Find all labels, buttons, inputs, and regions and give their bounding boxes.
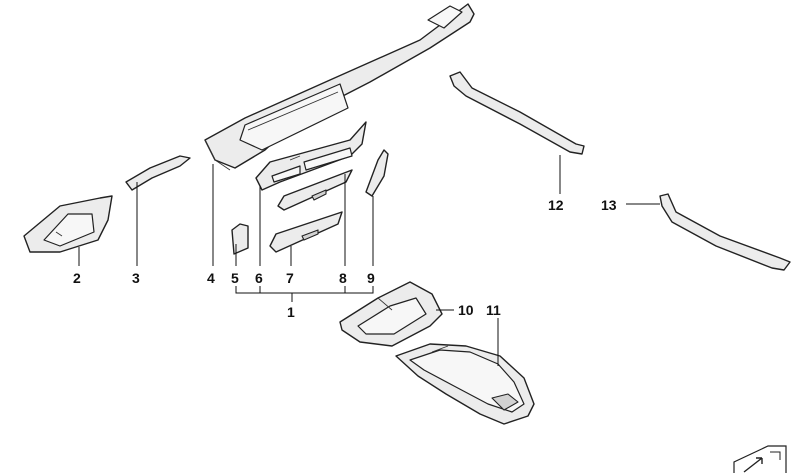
part-7-lower-panel bbox=[269, 211, 343, 253]
diagram-corner-icon bbox=[733, 445, 787, 473]
part-5-insert bbox=[231, 223, 249, 255]
leader-lines bbox=[78, 155, 660, 366]
callout-13: 13 bbox=[601, 197, 617, 213]
callout-12: 12 bbox=[548, 197, 564, 213]
callout-5: 5 bbox=[231, 270, 239, 286]
part-9-side-strip bbox=[365, 149, 389, 197]
callout-2: 2 bbox=[73, 270, 81, 286]
part-3-strip bbox=[125, 155, 191, 191]
callout-6: 6 bbox=[255, 270, 263, 286]
part-13-curved-strip bbox=[659, 193, 791, 271]
callout-8: 8 bbox=[339, 270, 347, 286]
part-10-console-center bbox=[339, 281, 443, 347]
part-12-curved-strip bbox=[449, 71, 585, 155]
callout-labels: 2 3 4 5 6 7 8 9 1 10 11 12 13 bbox=[73, 197, 617, 320]
callout-1: 1 bbox=[287, 304, 295, 320]
callout-9: 9 bbox=[367, 270, 375, 286]
callout-3: 3 bbox=[132, 270, 140, 286]
callout-7: 7 bbox=[286, 270, 294, 286]
callout-11: 11 bbox=[486, 302, 501, 318]
part-6-8-console-panel bbox=[255, 121, 367, 191]
part-4-dashboard-trim bbox=[204, 3, 475, 171]
part-2-vent-trim bbox=[23, 195, 113, 253]
callout-10: 10 bbox=[458, 302, 474, 318]
part-11-console-frame bbox=[395, 343, 535, 425]
callout-4: 4 bbox=[207, 270, 215, 286]
part-7-upper-panel bbox=[277, 169, 353, 211]
